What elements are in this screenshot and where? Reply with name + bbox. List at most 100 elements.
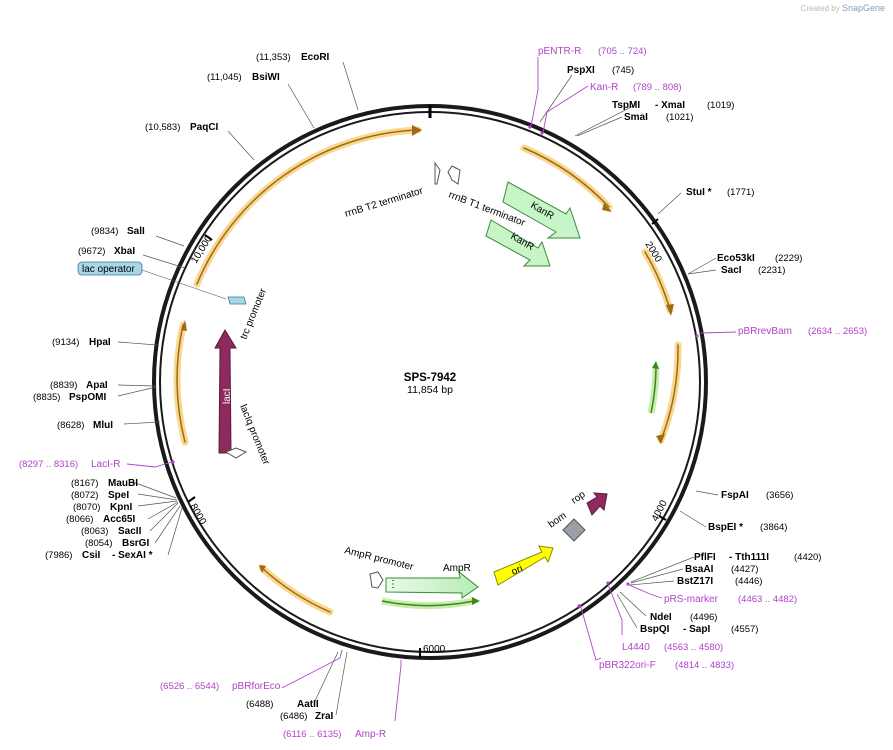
primer-pbr322ori-f: pBR322ori-F [599, 660, 656, 671]
kanr-feature-1: KanR [502, 181, 581, 239]
site-ndei: NdeI [650, 612, 672, 623]
site-saci: SacI [721, 265, 742, 276]
ampr-promoter-label: AmpR promoter [343, 545, 415, 573]
site-sapi-pos: (4557) [731, 624, 758, 635]
site-paqci: PaqCI [190, 122, 219, 133]
site-aatii: AatII [297, 699, 319, 710]
site-pspxi: PspXI [567, 65, 595, 76]
plasmid-title: SPS-7942 11,854 bp [404, 372, 456, 396]
site-maubi: MauBI [108, 478, 138, 489]
site-bstz17i: BstZ17I [677, 576, 713, 587]
primer-kan-r: Kan-R [590, 82, 618, 93]
site-bsrgi: BsrGI [122, 538, 149, 549]
primer-pbrforeco-pos: (6526 .. 6544) [160, 681, 219, 692]
snapgene-credit: Created by SnapGene [801, 3, 885, 13]
site-labels-left: (11,353) EcoRI (11,045) BsiWI (10,583) P… [33, 52, 330, 561]
site-zrai: ZraI [315, 711, 334, 722]
primer-leaders [126, 57, 737, 722]
site-pflfi: PflFI [694, 552, 716, 563]
rop-label: rop [569, 489, 588, 507]
site-aatii-pos: (6488) [246, 699, 273, 710]
site-pspomi: PspOMI [69, 392, 106, 403]
primer-pbrrevbam-pos: (2634 .. 2653) [808, 326, 867, 337]
site-bsaai: BsaAI [685, 564, 714, 575]
site-zrai-pos: (6486) [280, 711, 307, 722]
site-bsrgi-pos: (8054) [85, 538, 112, 549]
site-bspei: BspEI * [708, 522, 743, 533]
site-spei-pos: (8072) [71, 490, 98, 501]
site-stui-pos: (1771) [727, 187, 754, 198]
site-tspmi: TspMI [612, 100, 640, 111]
site-paqci-pos: (10,583) [145, 122, 180, 133]
site-hpai: HpaI [89, 337, 111, 348]
laci-label: lacI [222, 388, 233, 404]
credit-prefix: Created by [800, 4, 840, 13]
site-xmai: - XmaI [655, 100, 685, 111]
laciq-promoter-label: lacIq promoter [237, 403, 271, 467]
primer-kan-r-pos: (789 .. 808) [633, 82, 682, 93]
site-smai: SmaI [624, 112, 648, 123]
site-bsaai-pos: (4427) [731, 564, 758, 575]
site-labels-right: PspXI (745) TspMI - XmaI (1019) SmaI (10… [246, 65, 821, 722]
site-bsiwi: BsiWI [252, 72, 280, 83]
site-tth111i: - Tth111I [729, 552, 769, 563]
plasmid-name: SPS-7942 [404, 372, 456, 384]
site-bsiwi-pos: (11,045) [207, 72, 242, 83]
ori-label: ori [510, 563, 524, 577]
site-stui: StuI * [686, 187, 712, 198]
primer-laci-r-pos: (8297 .. 8316) [19, 459, 78, 470]
laci-feature: lacI lacIq promoter [214, 329, 272, 467]
site-sacii-pos: (8063) [81, 526, 108, 537]
site-smai-pos: (1021) [666, 112, 693, 123]
site-sacii: SacII [118, 526, 142, 537]
site-hpai-pos: (9134) [52, 337, 79, 348]
site-tth111i-pos: (4420) [794, 552, 821, 563]
orange-arrowheads [181, 125, 674, 573]
site-acc65i-pos: (8066) [66, 514, 93, 525]
site-kpni-pos: (8070) [73, 502, 100, 513]
ampr-dots: ⋮ [388, 579, 398, 590]
site-ecori-pos: (11,353) [256, 52, 291, 63]
primer-pbr322ori-f-pos: (4814 .. 4833) [675, 660, 734, 671]
site-bspqi: BspQI [640, 624, 670, 635]
svg-text:lac operator: lac operator [82, 264, 135, 275]
ori-feature: ori [493, 545, 554, 586]
green-arcs [381, 361, 660, 610]
site-pspxi-pos: (745) [612, 65, 634, 76]
primer-amp-r: Amp-R [355, 729, 386, 740]
site-xbai: XbaI [114, 246, 135, 257]
tick-8000: 8000 [187, 502, 208, 527]
primer-labels: pENTR-R (705 .. 724) Kan-R (789 .. 808) … [19, 46, 867, 740]
snapgene-logo: SnapGene [841, 3, 885, 13]
site-mlui: MluI [93, 420, 113, 431]
rrnb-t2-label: rrnB T2 terminator [344, 185, 425, 219]
site-kpni: KpnI [110, 502, 132, 513]
site-sali: SalI [127, 226, 145, 237]
primer-pentr-r: pENTR-R [538, 46, 581, 57]
ampr-feature: AmpR promoter AmpR ⋮ [343, 545, 479, 599]
terminators: rrnB T2 terminator rrnB T1 terminator [344, 161, 527, 229]
site-xmai-pos: (1019) [707, 100, 734, 111]
primer-laci-r: LacI-R [91, 459, 120, 470]
primer-prs-marker: pRS-marker [664, 594, 719, 605]
trc-promoter-label: trc promoter [239, 286, 270, 341]
site-leaders [117, 61, 719, 716]
primer-amp-r-pos: (6116 .. 6135) [283, 729, 341, 740]
tick-6000: 6000 [423, 644, 446, 655]
bom-feature: bom [546, 510, 586, 542]
site-fspai: FspAI [721, 490, 749, 501]
site-xbai-pos: (9672) [78, 246, 105, 257]
site-apai: ApaI [86, 380, 108, 391]
site-csii: CsiI [82, 550, 101, 561]
primer-l4440-pos: (4563 .. 4580) [664, 642, 723, 653]
site-saci-pos: (2231) [758, 265, 785, 276]
site-bstz17i-pos: (4446) [735, 576, 762, 587]
orange-arcs [173, 126, 682, 616]
site-mlui-pos: (8628) [57, 420, 84, 431]
rop-feature: rop [569, 489, 608, 516]
site-maubi-pos: (8167) [71, 478, 98, 489]
primer-prs-marker-pos: (4463 .. 4482) [738, 594, 797, 605]
site-acc65i: Acc65I [103, 514, 135, 525]
ampr-label: AmpR [443, 563, 471, 574]
